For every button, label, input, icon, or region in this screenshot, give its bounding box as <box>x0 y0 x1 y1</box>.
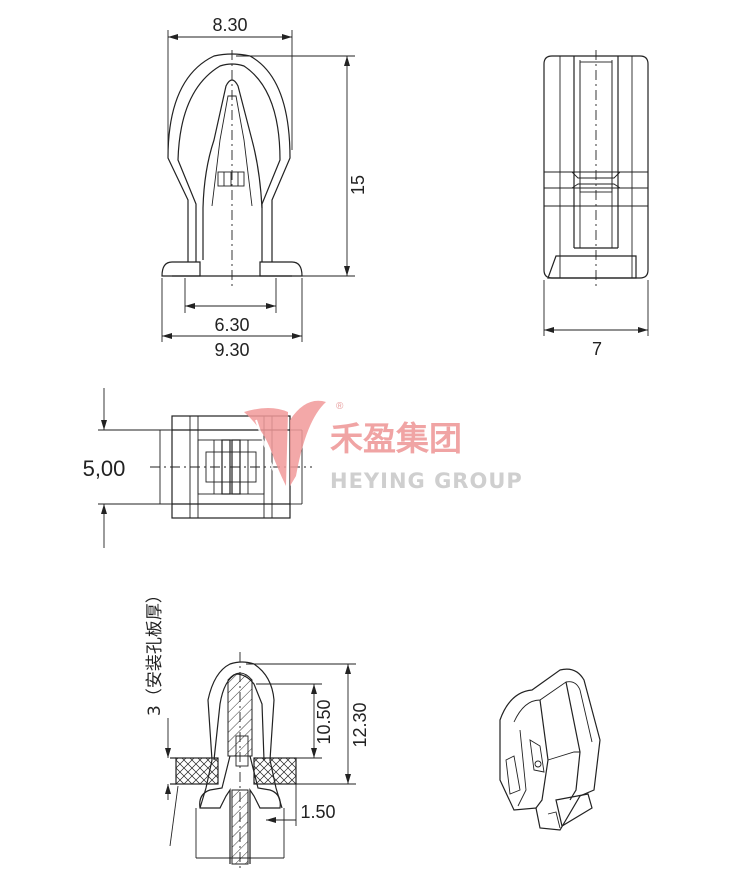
dim-top-width: 8.30 <box>212 15 247 35</box>
registered-mark: ® <box>336 401 344 412</box>
logo-chinese-name: 禾盈集团 <box>330 419 462 458</box>
dim-height: 15 <box>348 175 368 195</box>
front-view: 8.30 15 6.30 9.30 <box>161 15 368 360</box>
heying-mark-icon <box>244 400 326 486</box>
side-view: 7 <box>543 50 649 359</box>
isometric-view <box>499 668 601 831</box>
heying-logo: ® 禾盈集团 HEYING GROUP <box>244 400 523 493</box>
panel-thickness-note: 3（安装孔板厚） <box>145 586 165 716</box>
logo-english-name: HEYING GROUP <box>330 469 523 493</box>
dim-top-width-5: 5,00 <box>83 456 126 481</box>
dim-inner-height: 10.50 <box>314 699 334 744</box>
dim-inner-width: 6.30 <box>214 315 249 335</box>
dim-base-width: 9.30 <box>214 340 249 360</box>
dim-outer-height: 12.30 <box>350 702 370 747</box>
section-view: 3（安装孔板厚） 10.50 12.30 1.50 <box>145 586 370 872</box>
dim-gap: 1.50 <box>300 802 335 822</box>
dim-depth: 7 <box>592 339 602 359</box>
